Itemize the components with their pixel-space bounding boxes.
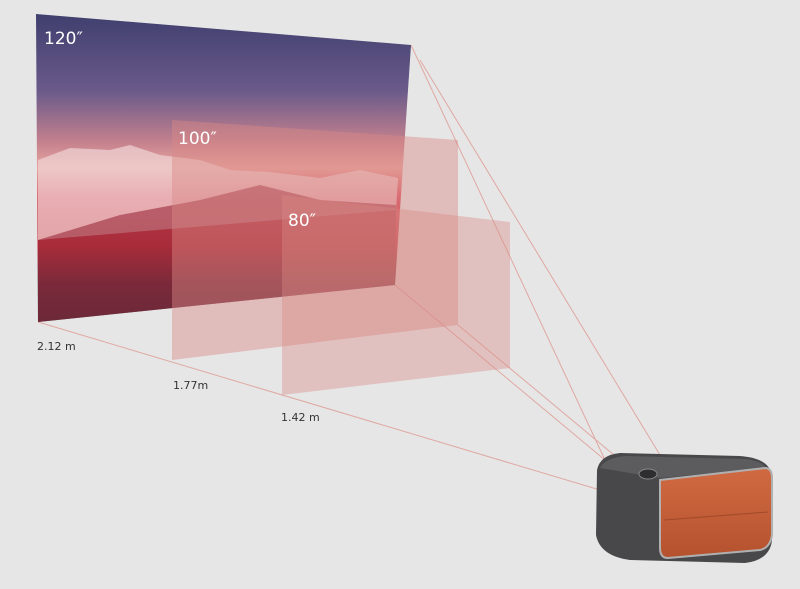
screen-100: 100″	[172, 120, 458, 360]
screen-80: 80″	[282, 195, 510, 395]
distance-label-80: 1.42 m	[281, 411, 320, 424]
lens-icon	[638, 468, 658, 480]
projection-lines	[37, 44, 661, 491]
size-label-100: 100″	[178, 129, 217, 149]
projector	[596, 453, 773, 563]
size-label-80: 80″	[288, 211, 316, 231]
screen-120: 120″	[36, 14, 411, 322]
distance-label-120: 2.12 m	[37, 340, 76, 353]
distance-label-100: 1.77m	[173, 379, 208, 392]
size-label-120: 120″	[44, 29, 83, 49]
